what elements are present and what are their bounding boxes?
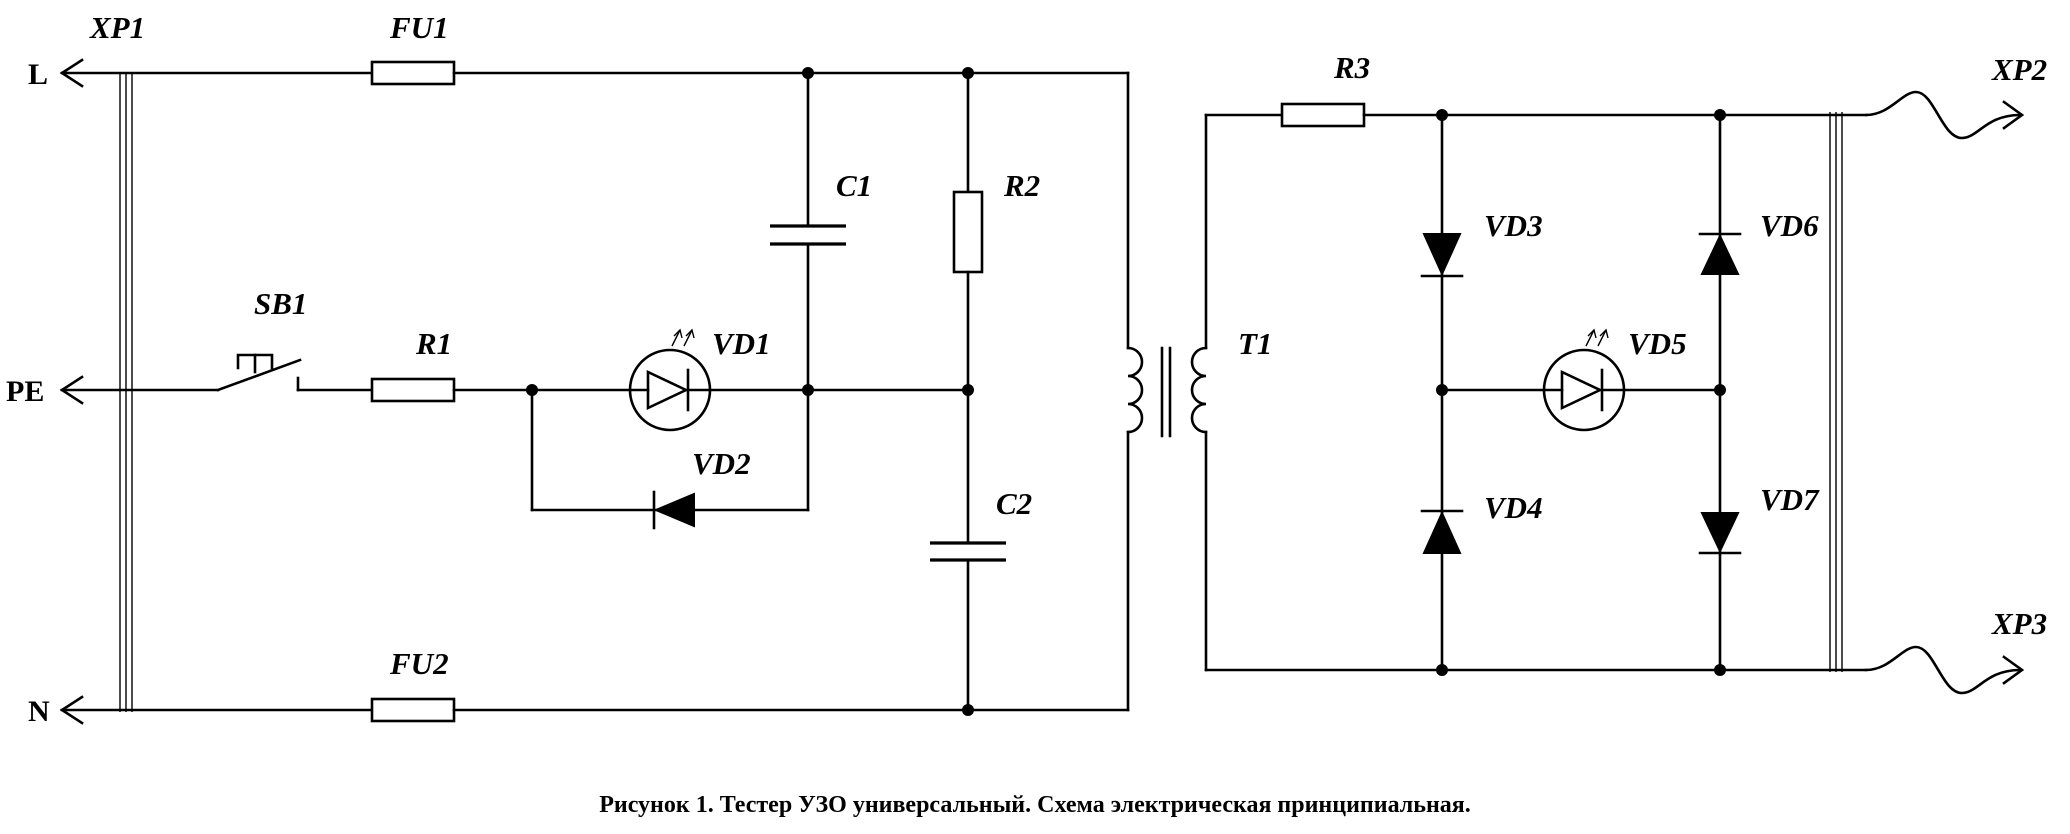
label-sb1: SB1 [254, 286, 307, 321]
label-vd7: VD7 [1760, 482, 1820, 517]
label-vd4: VD4 [1484, 490, 1543, 525]
plug-xp1 [119, 72, 133, 712]
label-vd1: VD1 [712, 326, 771, 361]
junction-vd6-top [1714, 109, 1726, 121]
diode-vd6 [1698, 232, 1742, 275]
label-r3: R3 [1333, 50, 1370, 85]
label-r1: R1 [415, 326, 452, 361]
junction-vd4-bottom [1436, 664, 1448, 676]
terminal-n-label: N [28, 695, 50, 728]
figure-caption: Рисунок 1. Тестер УЗО универсальный. Схе… [599, 792, 1471, 818]
junction-vd3-top [1436, 109, 1448, 121]
terminal-pe-arrow [59, 375, 220, 405]
probe-cable-bundle [1829, 112, 1843, 672]
led-vd1 [628, 328, 712, 432]
label-c2: C2 [996, 486, 1032, 521]
led-vd5 [1542, 328, 1626, 432]
label-xp1: XP1 [89, 10, 145, 45]
junction-bridge-left-mid [1436, 384, 1448, 396]
resistor-r1 [370, 377, 456, 403]
junction-r1-vd2 [526, 384, 538, 396]
label-xp2: XP2 [1991, 52, 2047, 87]
terminal-l-label: L [28, 58, 48, 91]
fuse-fu1 [370, 60, 456, 86]
label-vd2: VD2 [692, 446, 751, 481]
label-t1: T1 [1238, 326, 1272, 361]
junction-vd7-bottom [1714, 664, 1726, 676]
junction-c2-bottom [962, 704, 974, 716]
junction-bridge-right-mid [1714, 384, 1726, 396]
fuse-fu2 [370, 697, 456, 723]
junction-r2-top [962, 67, 974, 79]
terminal-l-arrow [59, 58, 374, 88]
junction-c1-top [802, 67, 814, 79]
switch-sb1 [216, 353, 374, 392]
terminal-n-arrow [59, 695, 374, 725]
junction-r2-mid [962, 384, 974, 396]
diode-vd3 [1420, 233, 1464, 278]
label-fu2: FU2 [389, 646, 449, 681]
resistor-r2 [952, 190, 984, 274]
diode-vd2 [652, 490, 695, 530]
label-xp3: XP3 [1991, 606, 2047, 641]
label-c1: C1 [836, 168, 872, 203]
probe-xp3 [1864, 645, 2025, 695]
label-r2: R2 [1003, 168, 1040, 203]
diode-vd4 [1420, 509, 1464, 554]
terminal-pe-label: PE [6, 375, 44, 408]
resistor-r3 [1280, 102, 1366, 128]
label-vd5: VD5 [1628, 326, 1687, 361]
label-vd6: VD6 [1760, 208, 1819, 243]
junction-c1-mid [802, 384, 814, 396]
transformer-t1 [1126, 71, 1208, 712]
probe-xp2 [1864, 90, 2025, 140]
label-fu1: FU1 [389, 10, 449, 45]
label-vd3: VD3 [1484, 208, 1543, 243]
diode-vd7 [1698, 512, 1742, 555]
